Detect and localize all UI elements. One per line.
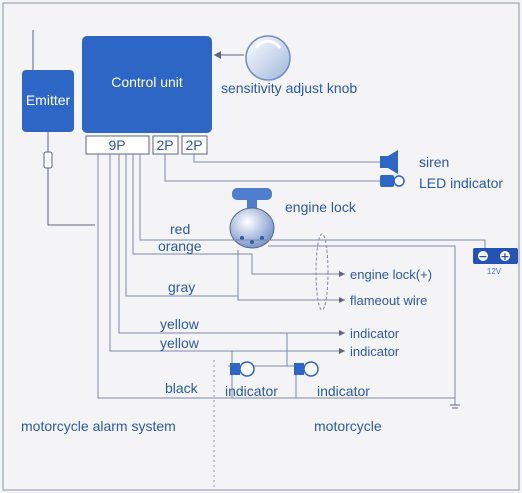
engine-lock-label: engine lock	[285, 199, 357, 215]
control-unit-label: Control unit	[111, 74, 183, 90]
engine-lock-key	[232, 188, 272, 200]
siren-wire	[193, 154, 380, 163]
bulb-1-icon	[239, 361, 255, 377]
led-bulb	[393, 175, 405, 187]
arrow-icon	[339, 330, 345, 336]
control-unit-box	[82, 36, 212, 133]
connector-9p-label: 9P	[108, 137, 125, 153]
lock-pin	[260, 236, 264, 240]
emitter-box	[22, 70, 74, 132]
battery-minus-terminal	[478, 251, 488, 261]
gray-label: gray	[168, 279, 195, 295]
black-label: black	[165, 380, 199, 396]
lock-pin	[240, 236, 244, 240]
bulb-2-label: indicator	[317, 383, 370, 399]
siren-icon	[380, 156, 388, 168]
bulb-1-base	[230, 363, 240, 375]
bulb-1-label: indicator	[225, 383, 278, 399]
yellow-label-2: yellow	[160, 335, 200, 351]
orange-wire	[132, 154, 345, 275]
indicator-terminal-1-label: indicator	[350, 326, 400, 341]
led-label: LED indicator	[419, 175, 503, 191]
black-wire	[97, 154, 455, 399]
bulb-2-icon	[303, 361, 319, 377]
led-icon	[380, 175, 394, 187]
connector-2p-b-label: 2P	[185, 137, 202, 153]
lock-pin	[250, 240, 254, 244]
engine-lock-stem	[247, 200, 257, 212]
emitter-fuse-icon	[43, 151, 53, 169]
flameout-label: flameout wire	[350, 293, 427, 308]
yellow-wire-1	[118, 154, 345, 334]
ground-wire	[268, 245, 456, 405]
cable-bundle	[315, 233, 329, 311]
yellow-wire-2	[109, 154, 345, 352]
arrow-icon	[339, 297, 345, 303]
battery-plus-terminal	[500, 251, 510, 261]
section-left-label: motorcycle alarm system	[21, 418, 176, 434]
knob-highlight	[254, 39, 282, 49]
bulb-2-base	[294, 363, 304, 375]
section-right-label: motorcycle	[314, 418, 382, 434]
battery-plus-label: +	[500, 250, 509, 263]
arrow-icon	[339, 348, 345, 354]
battery-minus-label: −	[478, 250, 487, 263]
siren-horn	[388, 150, 398, 174]
red-wire	[139, 154, 486, 248]
knob-label: sensitivity adjust knob	[221, 80, 357, 96]
flameout-wire	[237, 250, 345, 301]
connector-2p-a-label: 2P	[156, 137, 173, 153]
arrow-icon	[339, 271, 345, 277]
arrow-icon	[214, 51, 221, 59]
yellow-label-1: yellow	[160, 316, 200, 332]
red-label: red	[170, 221, 190, 237]
connector-9p	[85, 135, 150, 155]
orange-label: orange	[158, 238, 202, 254]
siren-label: siren	[419, 154, 449, 170]
engine-lock-plus-label: engine lock(+)	[350, 267, 432, 282]
emitter-label: Emitter	[26, 92, 71, 108]
led-wire	[164, 154, 380, 182]
gray-wire	[125, 154, 238, 297]
indicator-terminal-2-label: indicator	[350, 344, 400, 359]
emitter-cable-lower	[47, 168, 95, 226]
battery-voltage: 12V	[487, 267, 502, 276]
